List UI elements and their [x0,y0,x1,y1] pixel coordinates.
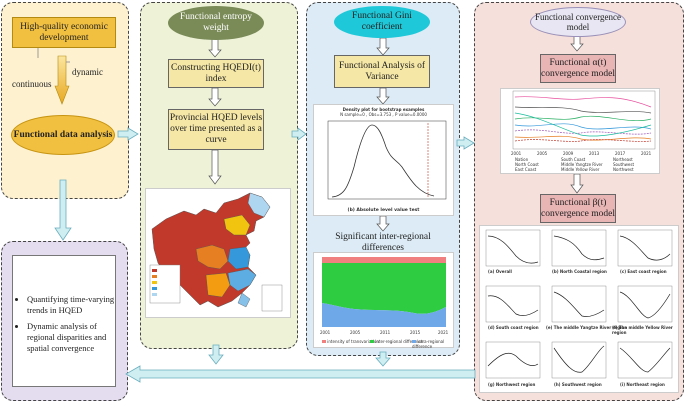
legend-inter: inter-regional difference [370,339,423,344]
alpha-legend-7: Northeast [613,157,633,162]
fda-ellipse: Functional data analysis [11,115,115,155]
conclusion-item: Dynamic analysis of regional disparities… [27,321,115,353]
convergence-ellipse: Functional convergence model [530,7,626,37]
bar-tick-1: 2001 [320,330,331,335]
dynamic-label: dynamic [72,67,103,77]
alpha-legend-3: East Coast [515,167,537,172]
alpha-model-box: Functional α(t) convergence model [540,54,616,83]
china-map-figure [145,188,291,318]
alpha-lines-svg [512,90,656,150]
alpha-legend-5: Middle Yangtze River [561,162,603,167]
beta-caption-i: (i) Northeast region [620,382,665,387]
continuous-label: continuous [12,79,52,89]
alpha-legend-9: Northwest [613,167,634,172]
entropy-weight-ellipse: Functional entropy weight [168,6,264,40]
alpha-legend-8: Southwest [613,162,635,167]
legend-transvariation: intensity of transvariation [322,339,379,344]
beta-caption-d: (d) South coast region [488,325,539,330]
density-title: Density plot for bootstrap examples [342,107,425,112]
constructing-index-box: Constructing HQEDI(t) index [168,59,264,88]
beta-caption-g: (g) Northwest region [488,382,536,387]
anova-box: Functional Analysis of Variance [334,55,430,88]
beta-caption-h: (h) Southwest region [554,382,602,387]
gini-ellipse: Functional Gini coefficient [334,6,430,38]
alpha-tick-2: 2005 [537,151,548,156]
alpha-legend-6: Middle Yellow River [561,167,600,172]
beta-grid-figure: (a) Overall (b) North Coastal region (c)… [479,225,679,393]
alpha-legend-1: Nation [515,157,529,162]
beta-caption-f: (f) The middle Yellow River region [612,325,673,335]
conclusion-item: Quantifying time-varying trends in HQED [27,294,115,315]
density-caption: (b) Absolute level value test [347,208,420,213]
alpha-tick-4: 2013 [589,151,600,156]
bar-tick-5: 2021 [438,330,449,335]
density-subtitle: N sample=0 , Obs=3.753 , P value=0.0000 [340,112,427,117]
alpha-legend-4: South Coast [561,157,586,162]
alpha-chart-figure: 2001 2005 2009 2013 2017 2021 Nation Nor… [500,88,660,174]
beta-caption-a: (a) Overall [488,269,512,274]
alpha-tick-1: 2001 [511,151,522,156]
bar-tick-4: 2015 [410,330,421,335]
provincial-levels-box: Provincial HQED levels over time present… [168,109,264,150]
conclusions-box: Quantifying time-varying trends in HQED … [12,255,116,387]
china-map-shape [149,192,283,312]
alpha-tick-5: 2017 [615,151,626,156]
beta-grid-svg [485,229,673,379]
alpha-legend-2: North Coast [515,162,539,167]
beta-model-box: Functional β(t) convergence model [540,194,616,223]
beta-caption-c: (c) East coast region [620,269,667,274]
bar-tick-3: 2011 [380,330,391,335]
bar-tick-2: 2005 [350,330,361,335]
stacked-area-svg [322,257,446,327]
density-plot-figure: Density plot for bootstrap examples N sa… [313,104,454,216]
alpha-tick-6: 2021 [641,151,652,156]
beta-caption-b: (b) North Coastal region [552,269,607,274]
density-curve-svg [327,120,447,200]
legend-intra: intra-regional difference [412,339,445,349]
regional-differences-label: Significant inter-regional differences [335,232,431,253]
beta-caption-e: (e) The middle Yangtze River region [546,325,628,330]
hq-development-box: High-quality economic development [12,17,116,48]
stacked-area-figure: 2001 2005 2011 2015 2021 intensity of tr… [313,252,454,349]
alpha-tick-3: 2009 [563,151,574,156]
